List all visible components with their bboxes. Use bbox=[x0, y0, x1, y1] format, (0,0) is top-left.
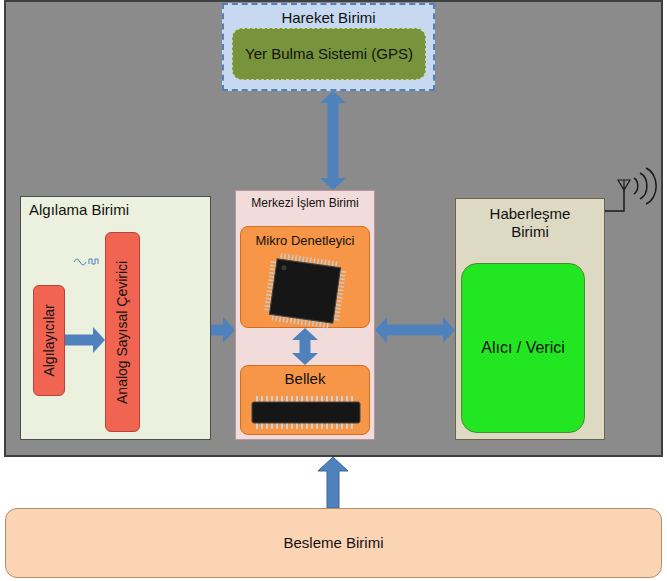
component-label: Algılayıcılar bbox=[41, 304, 58, 376]
digital-wave bbox=[89, 259, 98, 264]
module-box: Yer Bulma Sistemi (GPS) bbox=[232, 28, 426, 80]
chip-pins bbox=[256, 423, 356, 429]
component-box: Analog Sayısal Çevirici bbox=[105, 232, 140, 432]
antenna-wire bbox=[605, 190, 624, 211]
memory-chip bbox=[252, 399, 360, 426]
chip-pins bbox=[267, 261, 274, 311]
component-label: Besleme Birimi bbox=[283, 534, 383, 552]
chip-dot bbox=[281, 265, 287, 271]
block-arrow bbox=[328, 103, 339, 178]
antenna-symbol bbox=[618, 180, 630, 190]
unit-panel: Algılayıcılar Analog Sayısal Çevirici Algı… bbox=[20, 196, 211, 440]
unit-panel: Alıcı / Verici Haberleşme Birimi bbox=[455, 198, 605, 440]
block-arrow bbox=[300, 340, 311, 353]
chip-pins bbox=[272, 318, 329, 326]
chip-pins bbox=[281, 256, 338, 264]
chip-body bbox=[252, 402, 360, 423]
system-panel bbox=[5, 1, 662, 456]
unit-title: Hareket Birimi bbox=[281, 9, 375, 27]
radio-wave bbox=[640, 173, 647, 199]
unit-title: Algılama Birimi bbox=[29, 201, 129, 219]
component-box: Bellek bbox=[240, 365, 370, 435]
block-arrow bbox=[387, 325, 443, 336]
chip-pins bbox=[256, 396, 356, 402]
chip-pins bbox=[336, 271, 343, 321]
component-box: Alıcı / Verici bbox=[461, 263, 585, 433]
component-label: Mikro Denetleyici bbox=[256, 233, 355, 249]
block-arrow bbox=[211, 325, 223, 336]
analog-wave bbox=[74, 259, 86, 265]
component-label: Yer Bulma Sistemi (GPS) bbox=[245, 45, 413, 63]
signal-symbol bbox=[74, 259, 98, 265]
power-arrow bbox=[318, 457, 348, 508]
radio-wave bbox=[634, 178, 638, 194]
unit-panel: Mikro DenetleyiciBellek Merkezi İşlem Bir… bbox=[235, 190, 375, 440]
component-label: Analog Sayısal Çevirici bbox=[114, 260, 131, 403]
component-box: Algılayıcılar bbox=[33, 285, 65, 396]
unit-panel: Yer Bulma Sistemi (GPS) Hareket Birimi bbox=[222, 3, 435, 91]
unit-title: Haberleşme Birimi bbox=[480, 205, 580, 241]
component-box: Mikro Denetleyici bbox=[240, 226, 370, 328]
microcontroller-chip bbox=[266, 255, 344, 326]
block-arrow bbox=[65, 335, 93, 346]
component-label: Alıcı / Verici bbox=[481, 338, 565, 357]
unit-title: Merkezi İşlem Birimi bbox=[251, 196, 358, 210]
radio-wave bbox=[646, 168, 656, 204]
component-label: Bellek bbox=[285, 370, 326, 388]
power-unit-box: Besleme Birimi bbox=[5, 508, 662, 578]
chip-body bbox=[269, 259, 340, 323]
